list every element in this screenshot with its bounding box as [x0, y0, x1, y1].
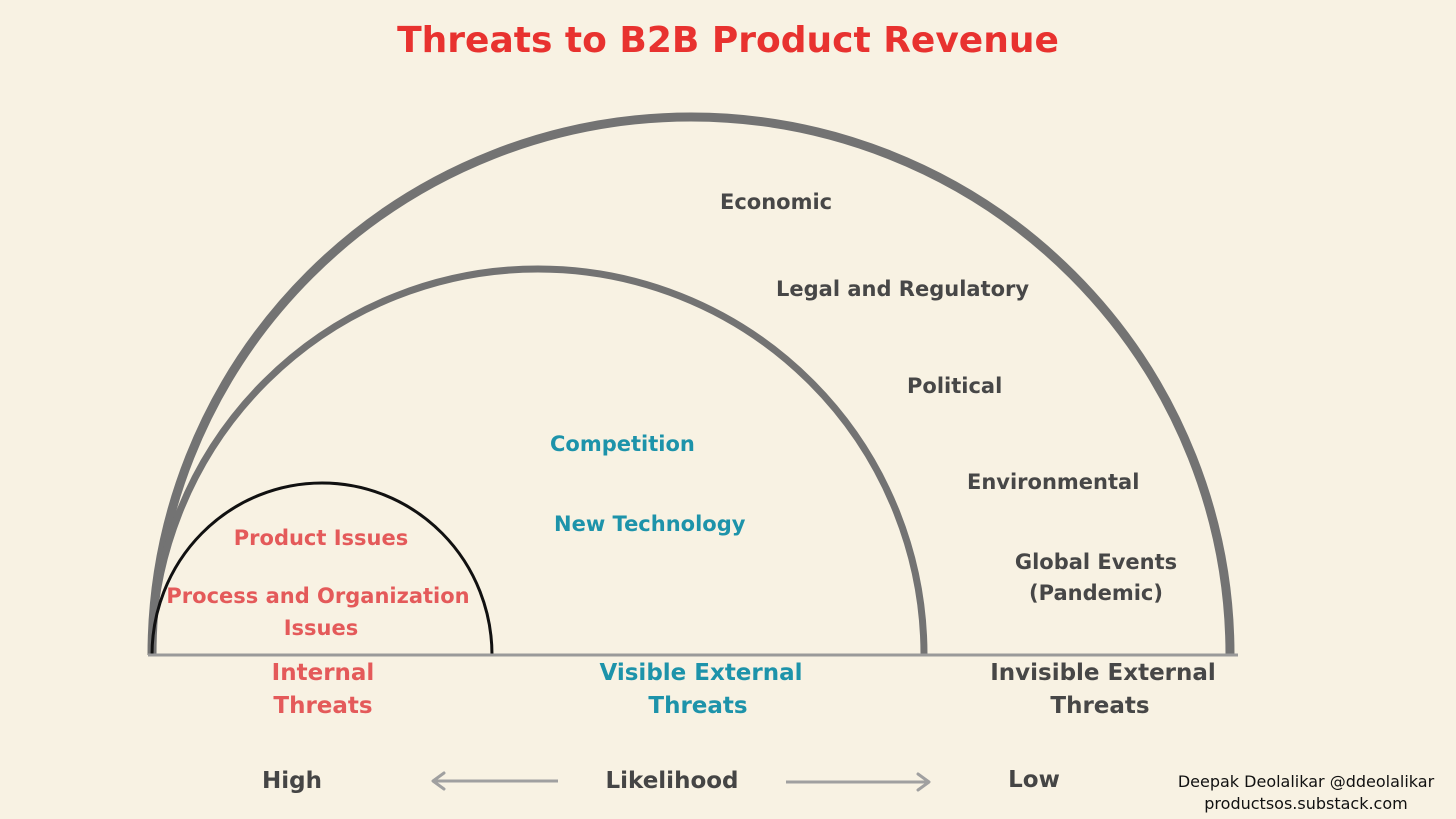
outer-arc: [147, 112, 1235, 656]
page-title: Threats to B2B Product Revenue: [397, 20, 1059, 61]
label-pandemic: (Pandemic): [1029, 581, 1163, 605]
author-credit: Deepak Deolalikar @ddeolalikar productso…: [1178, 771, 1434, 814]
arrow-right-icon: [786, 772, 931, 792]
likelihood-low: Low: [1008, 767, 1060, 793]
credit-site: productsos.substack.com: [1204, 793, 1408, 813]
likelihood-label: Likelihood: [605, 768, 739, 794]
label-process-organization: Process and Organization: [166, 584, 470, 608]
likelihood-high: High: [262, 768, 322, 794]
label-global-events: Global Events: [1014, 550, 1178, 574]
label-issues: Issues: [283, 616, 359, 640]
label-new-technology: New Technology: [554, 512, 746, 536]
label-political: Political: [907, 374, 1003, 398]
arrow-left-icon: [431, 771, 558, 791]
credit-author: Deepak Deolalikar @ddeolalikar: [1177, 772, 1435, 791]
middle-arc: [148, 265, 928, 656]
category-invisible-line1: Invisible External: [990, 660, 1216, 686]
label-environmental: Environmental: [967, 470, 1140, 494]
inner-arc: [150, 481, 494, 656]
label-product-issues: Product Issues: [233, 526, 409, 550]
category-invisible-line2: Threats: [1050, 693, 1150, 719]
category-visible-line1: Visible External: [599, 660, 803, 686]
category-internal-line2: Threats: [273, 693, 373, 719]
label-economic: Economic: [720, 190, 833, 214]
label-legal-regulatory: Legal and Regulatory: [776, 277, 1030, 301]
category-internal-line1: Internal: [271, 660, 375, 686]
category-visible-line2: Threats: [648, 693, 748, 719]
label-competition: Competition: [550, 432, 695, 456]
